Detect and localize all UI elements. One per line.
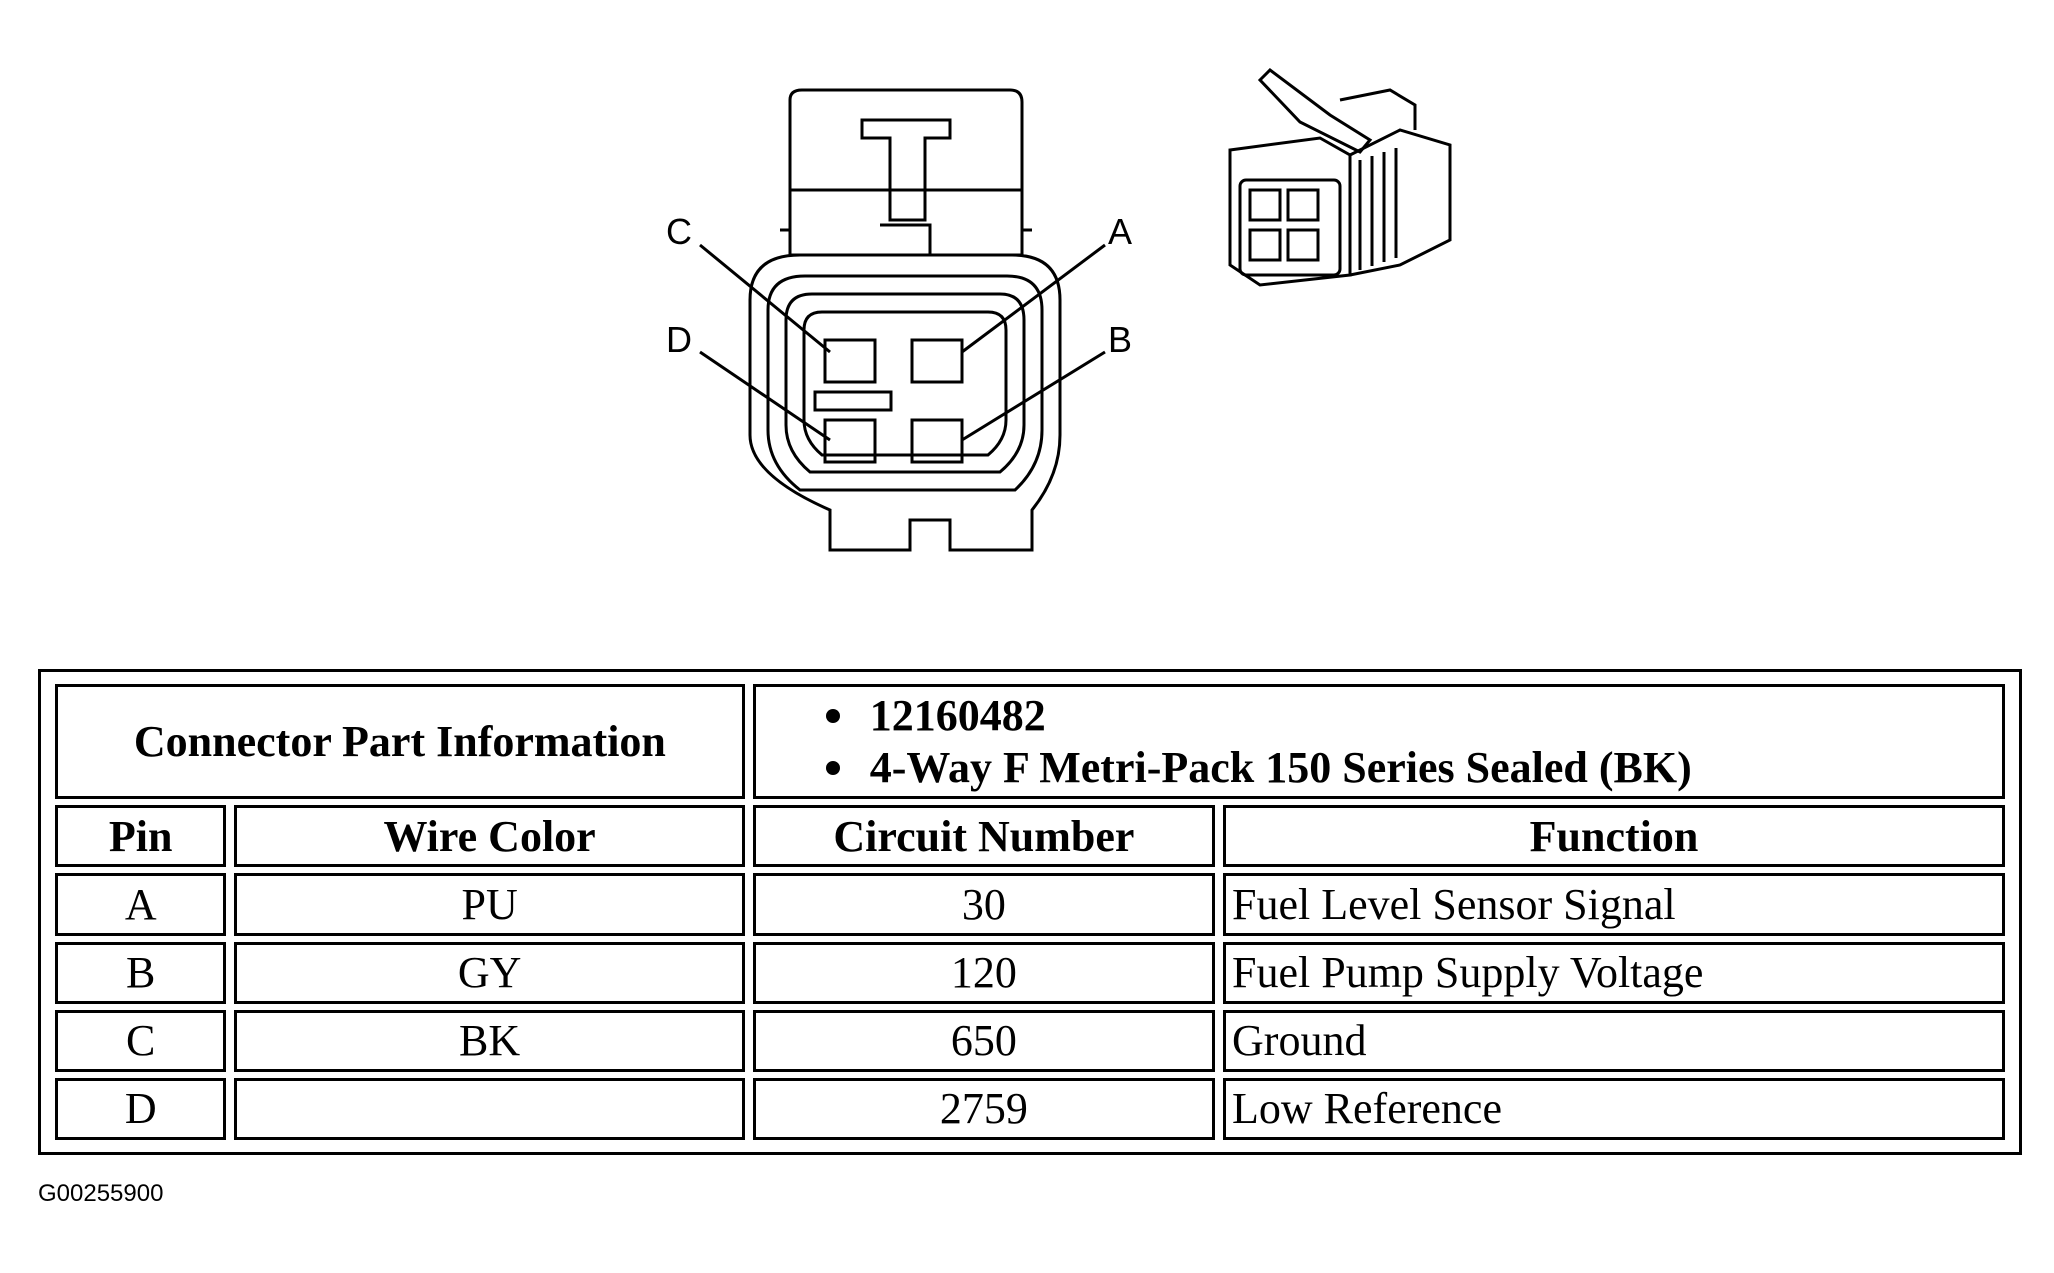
info-item-connector-type: 4-Way F Metri-Pack 150 Series Sealed (BK… — [825, 742, 1996, 794]
pin-cell: A — [55, 873, 227, 936]
wire-color-cell: PU — [234, 873, 745, 936]
info-item-part-number: 12160482 — [825, 690, 1996, 742]
circuit-number-cell: 30 — [752, 873, 1216, 936]
circuit-number-cell: 2759 — [752, 1077, 1216, 1140]
pin-cavity-c — [823, 338, 877, 384]
pin-cell: D — [55, 1077, 227, 1140]
connector-part-info-label: Connector Part Information — [55, 684, 745, 800]
bullet-icon — [825, 760, 840, 775]
table-row: A PU 30 Fuel Level Sensor Signal — [55, 873, 2005, 936]
wire-color-cell: BK — [234, 1009, 745, 1072]
header-circuit-number: Circuit Number — [752, 805, 1216, 868]
wire-color-cell: GY — [234, 941, 745, 1004]
connector-info-table: Connector Part Information 12160482 4-Wa… — [38, 669, 2022, 1155]
table-row: B GY 120 Fuel Pump Supply Voltage — [55, 941, 2005, 1004]
connector-isometric-view — [1228, 68, 1452, 287]
function-cell: Fuel Pump Supply Voltage — [1223, 941, 2005, 1004]
function-cell: Fuel Level Sensor Signal — [1223, 873, 2005, 936]
function-cell: Low Reference — [1223, 1077, 2005, 1140]
circuit-number-cell: 650 — [752, 1009, 1216, 1072]
connector-face-diagram — [748, 88, 1062, 552]
connector-part-info-list: 12160482 4-Way F Metri-Pack 150 Series S… — [752, 684, 2005, 800]
table-row: D 2759 Low Reference — [55, 1077, 2005, 1140]
pin-cell: B — [55, 941, 227, 1004]
header-row: Pin Wire Color Circuit Number Function — [55, 805, 2005, 868]
pin-cavity-a — [910, 338, 964, 384]
header-function: Function — [1223, 805, 2005, 868]
bullet-icon — [825, 708, 840, 723]
header-wire-color: Wire Color — [234, 805, 745, 868]
figure-code: G00255900 — [38, 1180, 164, 1207]
wire-color-cell — [234, 1077, 745, 1140]
connector-latch-housing — [788, 88, 1024, 257]
table-row: C BK 650 Ground — [55, 1009, 2005, 1072]
header-pin: Pin — [55, 805, 227, 868]
circuit-number-cell: 120 — [752, 941, 1216, 1004]
function-cell: Ground — [1223, 1009, 2005, 1072]
pin-cell: C — [55, 1009, 227, 1072]
